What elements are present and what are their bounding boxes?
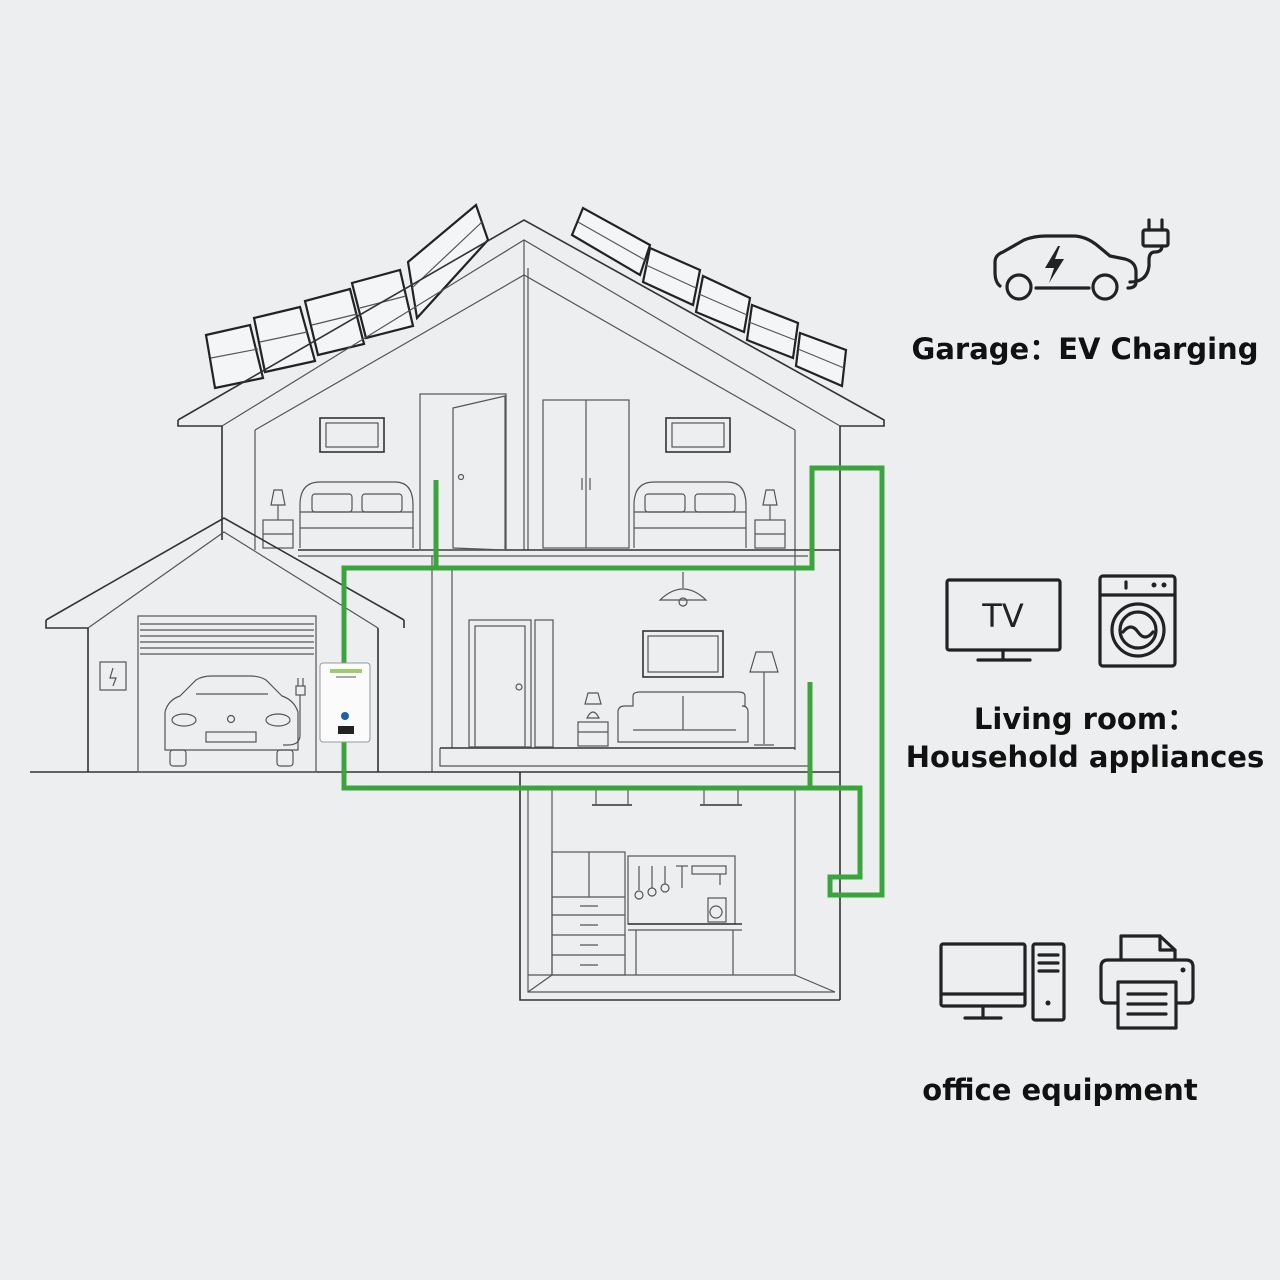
upper-left-bedroom	[262, 393, 507, 551]
solar-panels-right	[570, 206, 848, 388]
living-room-label: Living room：	[973, 702, 1197, 736]
electric-car-plug-icon	[993, 218, 1170, 301]
solar-panels-left	[204, 203, 490, 390]
upper-right-bedroom	[542, 399, 786, 549]
basement-workshop	[551, 790, 742, 976]
living-room	[468, 572, 779, 748]
printer-icon	[1099, 934, 1195, 1030]
garage	[45, 517, 405, 773]
home-battery-unit	[319, 662, 371, 743]
office-equipment-label: office equipment	[922, 1073, 1198, 1107]
tv-icon-text: TV	[981, 597, 1024, 635]
power-wiring	[341, 465, 885, 898]
household-appliances-label: Household appliances	[905, 740, 1265, 774]
main-house	[30, 219, 885, 1001]
washing-machine-icon	[1098, 574, 1177, 668]
desktop-computer-icon	[939, 942, 1066, 1022]
garage-ev-charging-label: Garage：EV Charging	[911, 332, 1259, 366]
tv-icon	[945, 578, 1062, 662]
